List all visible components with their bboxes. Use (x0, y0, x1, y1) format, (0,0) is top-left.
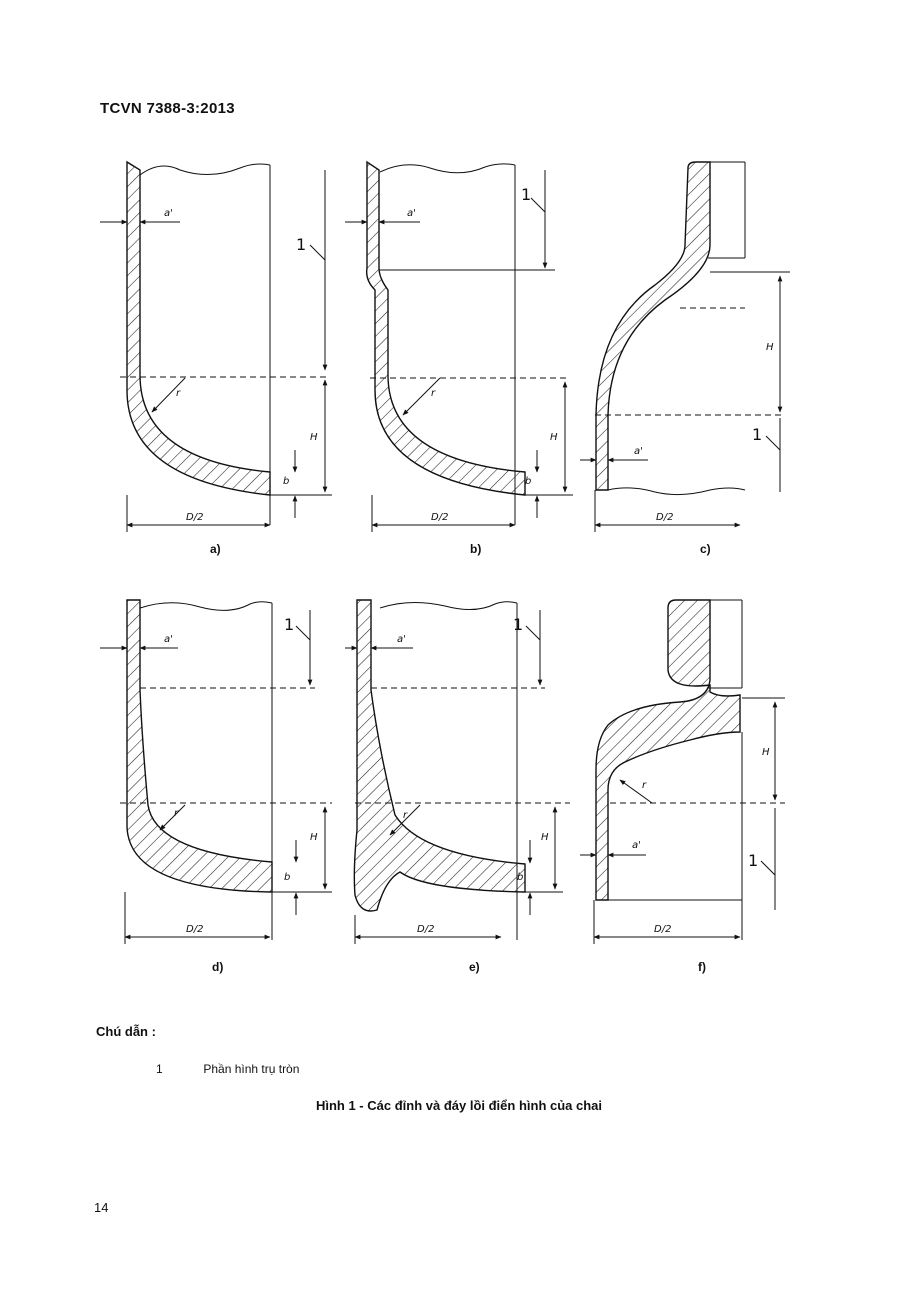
cylinder-marker: 1 (513, 615, 523, 634)
height-label: H (310, 432, 318, 443)
bottom-thickness-label: b (284, 872, 290, 883)
wall-thickness-label: a' (164, 634, 173, 645)
panel-caption: e) (469, 960, 480, 974)
height-label: H (310, 832, 318, 843)
drawing-e: a' r 1 H b D/2 (345, 599, 570, 944)
document-header: TCVN 7388-3:2013 (100, 100, 235, 117)
radius-label: r (431, 388, 436, 399)
cylinder-marker: 1 (296, 235, 306, 254)
height-label: H (766, 342, 774, 353)
panel-caption: f) (698, 960, 706, 974)
drawing-b: a' r 1 H b D/2 (345, 160, 573, 532)
half-diameter-label: D/2 (654, 924, 671, 935)
bottom-thickness-label: b (517, 872, 523, 883)
panel-b: a' r 1 H b D/2 b) (345, 150, 585, 556)
height-label: H (541, 832, 549, 843)
panel-caption: b) (470, 542, 482, 556)
half-diameter-label: D/2 (186, 512, 203, 523)
height-label: H (550, 432, 558, 443)
drawing-d: a' r 1 H b D/2 (100, 599, 332, 944)
drawing-f: H r 1 a' D/2 (580, 599, 785, 944)
panel-f: H r 1 a' D/2 f) (580, 590, 820, 974)
panel-caption: d) (212, 960, 224, 974)
panel-caption: c) (700, 542, 711, 556)
bottom-thickness-label: b (525, 476, 531, 487)
legend-item-text: Phần hình trụ tròn (203, 1062, 300, 1076)
drawing-a: a' r 1 H b D/2 (100, 160, 332, 532)
bottom-thickness-label: b (283, 476, 289, 487)
wall-thickness-label: a' (407, 208, 416, 219)
page-number: 14 (94, 1200, 109, 1215)
half-diameter-label: D/2 (656, 512, 673, 523)
drawing-c: H 1 a' D/2 (580, 161, 790, 532)
panel-d: a' r 1 H b D/2 d) (100, 590, 340, 974)
figure-caption: Hình 1 - Các đỉnh và đáy lồi điển hình c… (315, 1098, 603, 1113)
radius-label: r (176, 388, 181, 399)
legend-item-number: 1 (156, 1062, 163, 1076)
cylinder-marker: 1 (521, 185, 531, 204)
cylinder-marker: 1 (284, 615, 294, 634)
half-diameter-label: D/2 (417, 924, 434, 935)
panel-e: a' r 1 H b D/2 e) (345, 590, 585, 974)
cylinder-marker: 1 (748, 851, 758, 870)
legend-item: 1 Phần hình trụ tròn (156, 1062, 299, 1076)
radius-label: r (403, 810, 408, 821)
radius-label: r (174, 808, 179, 819)
cylinder-marker: 1 (752, 425, 762, 444)
panel-a: a' r 1 H b D/2 a) (100, 150, 340, 556)
legend-title: Chú dẫn : (96, 1024, 156, 1039)
wall-thickness-label: a' (164, 208, 173, 219)
wall-thickness-label: a' (397, 634, 406, 645)
radius-label: r (642, 780, 647, 791)
half-diameter-label: D/2 (431, 512, 448, 523)
wall-thickness-label: a' (634, 446, 643, 457)
panel-caption: a) (210, 542, 221, 556)
panel-c: H 1 a' D/2 c) (580, 150, 820, 556)
wall-thickness-label: a' (632, 840, 641, 851)
half-diameter-label: D/2 (186, 924, 203, 935)
height-label: H (762, 747, 770, 758)
